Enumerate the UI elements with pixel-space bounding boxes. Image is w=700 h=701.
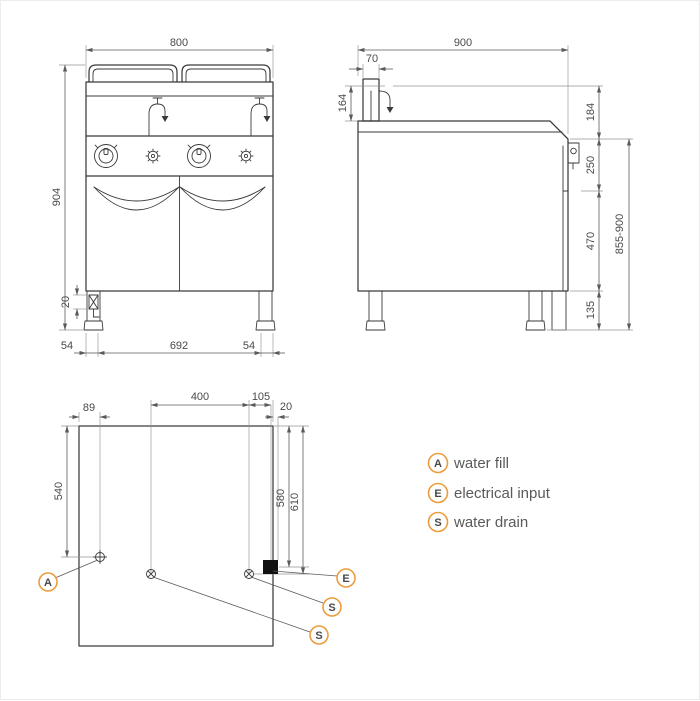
legend-label-water-drain: water drain <box>453 514 528 531</box>
front-cabinet-outline <box>85 81 274 292</box>
water-fill-point <box>93 550 107 564</box>
dim-54-right-label: 54 <box>243 340 255 352</box>
dim-184-label: 184 <box>585 103 597 121</box>
front-height-dimension: 904 <box>51 64 85 331</box>
marker-s-front-letter: S <box>315 630 322 642</box>
control-panel <box>94 144 254 168</box>
dim-164-label: 164 <box>337 94 349 112</box>
dim-540-label: 540 <box>53 482 65 500</box>
plan-top-dimensions: 89 400 105 20 <box>69 391 292 420</box>
door-right <box>179 186 266 211</box>
front-width-dimension: 800 <box>85 37 274 78</box>
legend-label-electrical-input: electrical input <box>454 485 551 502</box>
side-depth-dimension: 900 <box>357 37 569 134</box>
dim-54-left-label: 54 <box>61 340 73 352</box>
marker-water-fill: A <box>38 572 58 592</box>
dim-20-label: 20 <box>60 296 72 308</box>
marker-drain-rear: S <box>322 597 342 617</box>
legend-label-water-fill: water fill <box>453 455 509 472</box>
side-view: 900 70 164 <box>337 37 633 331</box>
marker-e-letter: E <box>342 573 349 585</box>
dim-580-label: 580 <box>275 489 287 507</box>
well-covers <box>88 64 271 83</box>
front-legs <box>83 290 276 331</box>
legend-symbol-e: E <box>434 488 441 500</box>
side-legs <box>365 290 567 331</box>
front-foot-dimensions: 54 692 54 <box>61 333 285 357</box>
water-drain-point-1 <box>146 569 156 579</box>
dim-20-plan-label: 20 <box>280 401 292 413</box>
dim-105-label: 105 <box>252 391 270 403</box>
dim-800-label: 800 <box>170 37 188 49</box>
plan-view: 89 400 105 20 540 580 610 <box>38 391 356 647</box>
plan-depth-dimensions: 540 580 610 <box>53 425 306 575</box>
legend-item-electrical-input: E electrical input <box>427 482 551 504</box>
marker-s-rear-letter: S <box>328 602 335 614</box>
dim-470-label: 470 <box>585 232 597 250</box>
side-cabinet-outline <box>357 120 569 292</box>
dim-610-label: 610 <box>289 493 301 511</box>
dim-70-label: 70 <box>366 53 378 65</box>
dim-692-label: 692 <box>170 340 188 352</box>
legend-item-water-fill: A water fill <box>427 452 509 474</box>
plan-leader-lines <box>54 560 338 633</box>
dim-89-label: 89 <box>83 402 95 414</box>
dim-250-label: 250 <box>585 156 597 174</box>
legend: A water fill E electrical input S water … <box>427 452 551 533</box>
front-view: 800 904 20 54 692 <box>51 37 285 357</box>
marker-a-letter: A <box>44 577 52 589</box>
legend-symbol-a: A <box>434 458 442 470</box>
dim-900-label: 900 <box>454 37 472 49</box>
drain-valve-icon <box>88 294 100 318</box>
plan-footprint <box>78 425 274 647</box>
drain-height-dimension: 20 <box>60 285 87 319</box>
side-faucet-icon <box>378 85 394 113</box>
tap-column <box>362 78 380 122</box>
water-faucet-right-icon <box>250 97 271 137</box>
marker-drain-front: S <box>309 625 329 645</box>
tap-column-width-dimension: 70 <box>349 53 393 79</box>
water-faucet-left-icon <box>148 97 169 137</box>
legend-symbol-s: S <box>434 517 441 529</box>
side-height-dimensions: 184 250 470 135 855-900 <box>393 85 633 331</box>
legend-item-water-drain: S water drain <box>427 511 528 533</box>
dim-904-label: 904 <box>51 188 63 206</box>
water-drain-point-2 <box>244 569 254 579</box>
plan-extension-lines <box>61 400 309 575</box>
dim-135-label: 135 <box>585 301 597 319</box>
dim-400-label: 400 <box>191 391 209 403</box>
marker-electrical: E <box>336 568 356 588</box>
door-left <box>93 186 180 211</box>
side-control-box <box>567 142 580 170</box>
electrical-input-point <box>263 560 278 574</box>
tap-height-dimension: 164 <box>337 85 385 122</box>
dim-855-900-label: 855-900 <box>614 214 626 254</box>
